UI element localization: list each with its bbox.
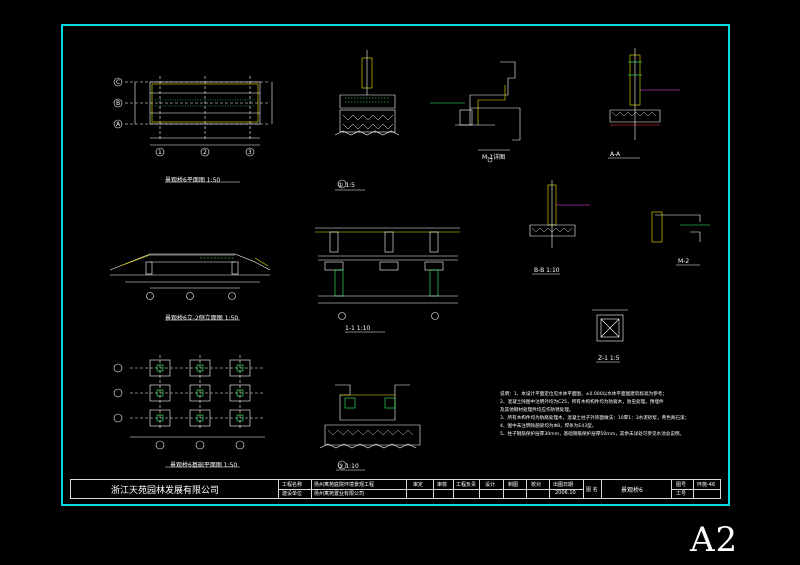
drawing-no: 环施-46	[697, 482, 716, 488]
note-line: 及其他钢材处理件均应作防锈处理。	[500, 408, 574, 413]
plan-view	[113, 76, 273, 183]
m1-detail-view	[430, 61, 521, 163]
axis-row-b: B	[116, 100, 121, 107]
check-label: 审核	[437, 482, 448, 488]
tb-divider	[601, 480, 602, 498]
draw-label: 制图	[508, 482, 519, 488]
m2-detail-title: M-2	[678, 258, 690, 265]
z1-detail-scale: 1:5	[609, 355, 620, 362]
bb-section-label: B-B	[534, 267, 545, 274]
elevation-title-text: 景观桥6立-2侧立面图	[165, 315, 223, 322]
axis-col-1: 1	[158, 149, 162, 156]
section-1-1-title: 1-1 1:10	[345, 325, 370, 332]
bb-section-view	[529, 180, 590, 275]
sheet-size-label: A2	[690, 520, 739, 560]
elevation-view	[109, 253, 271, 321]
detail-3-scale: 1:10	[345, 463, 359, 470]
note-line: 4、图中未注明除趟梁均为Φ8，焊条为E43型。	[500, 424, 597, 429]
drawing-name: 景观桥6	[621, 487, 643, 494]
date-label: 出图日期	[553, 482, 574, 488]
plan-scale: 1:50	[206, 177, 221, 184]
bb-section-title: B-B 1:10	[534, 267, 560, 274]
detail-3-title: ③ 1:10	[338, 463, 359, 470]
detail-3-view	[319, 384, 421, 471]
foundation-title: 景观桥6基础平面图 1:50	[170, 460, 237, 469]
date-value: 2006.10	[555, 490, 576, 496]
drawing-name-label: 图 名	[586, 487, 598, 493]
foundation-view	[113, 355, 265, 468]
axis-col-2: 2	[203, 149, 207, 156]
section-1-1-label: 1-1	[345, 325, 355, 332]
drawing-frame	[61, 24, 730, 506]
axis-row-c: C	[116, 79, 121, 86]
foundation-title-text: 景观桥6基础平面图	[170, 462, 222, 469]
aa-section-title: A-A	[610, 151, 621, 158]
title-block: 浙江天苑园林发展有限公司 工程名称 扬州寓苑庭院环境景观工程 建设单位 扬州寓苑…	[70, 479, 721, 499]
design-notes: 说明：1、本设计平面定位见水体平面图，±0.000以水体平面图建筑标高为参考； …	[500, 391, 730, 439]
drawing-no-label: 图号	[676, 482, 687, 488]
z1-detail-label: Z-1	[598, 355, 608, 362]
project-value: 扬州寓苑庭院环境景观工程	[314, 482, 375, 488]
elevation-title: 景观桥6立-2侧立面图 1:50	[165, 313, 238, 322]
approve-label: 审定	[413, 482, 424, 488]
plan-title: 景观桥6平面图 1:50	[165, 175, 220, 184]
project-no-label: 工号	[676, 491, 687, 497]
note-line: 说明：1、本设计平面定位见水体平面图，±0.000以水体平面图建筑标高为参考；	[500, 392, 667, 397]
m1-detail-title: M-1详图	[482, 154, 506, 161]
verify-label: 校对	[531, 482, 542, 488]
client-value: 扬州寓苑置业有限公司	[314, 491, 365, 497]
z1-detail-view	[592, 309, 628, 363]
plan-title-text: 景观桥6平面图	[165, 177, 205, 184]
project-label: 工程名称	[282, 482, 303, 488]
design-label: 设计	[485, 482, 496, 488]
section-1-1-scale: 1:10	[356, 325, 371, 332]
client-label: 建设单位	[282, 491, 303, 497]
axis-row-a: A	[116, 121, 121, 128]
note-line: 2、混凝土除图中注明外均为C25，所有木构构件均为防腐木，防虫处理。预埋件	[500, 400, 664, 405]
section-1-1-view	[315, 227, 460, 333]
note-line: 3、所有木构件均为防腐处理木，混凝土柱子外饰面做法：10厚1：3水泥砂浆，青色真…	[500, 416, 690, 421]
detail-1-scale: 1:5	[345, 182, 355, 189]
tb-divider	[671, 489, 721, 490]
foundation-scale: 1:50	[223, 462, 238, 469]
axis-col-3: 3	[248, 149, 252, 156]
detail-1-view	[334, 50, 400, 191]
detail-1-label: ①	[338, 182, 344, 189]
detail-3-label: ③	[338, 463, 344, 470]
company-name: 浙江天苑园林发展有限公司	[111, 486, 220, 496]
elevation-scale: 1:50	[224, 315, 239, 322]
z1-detail-title: Z-1 1:5	[598, 355, 620, 362]
bb-section-scale: 1:10	[546, 267, 560, 274]
tb-divider	[278, 489, 584, 490]
aa-section-view	[608, 48, 680, 159]
m2-detail-view	[651, 211, 710, 266]
detail-1-title: ① 1:5	[338, 182, 355, 189]
note-line: 5、柱子钢筋保护层厚30mm，基础钢筋保护层厚50mm，其余未详处可参见水池总说…	[500, 432, 685, 437]
lead-label: 工程负责	[456, 482, 477, 488]
